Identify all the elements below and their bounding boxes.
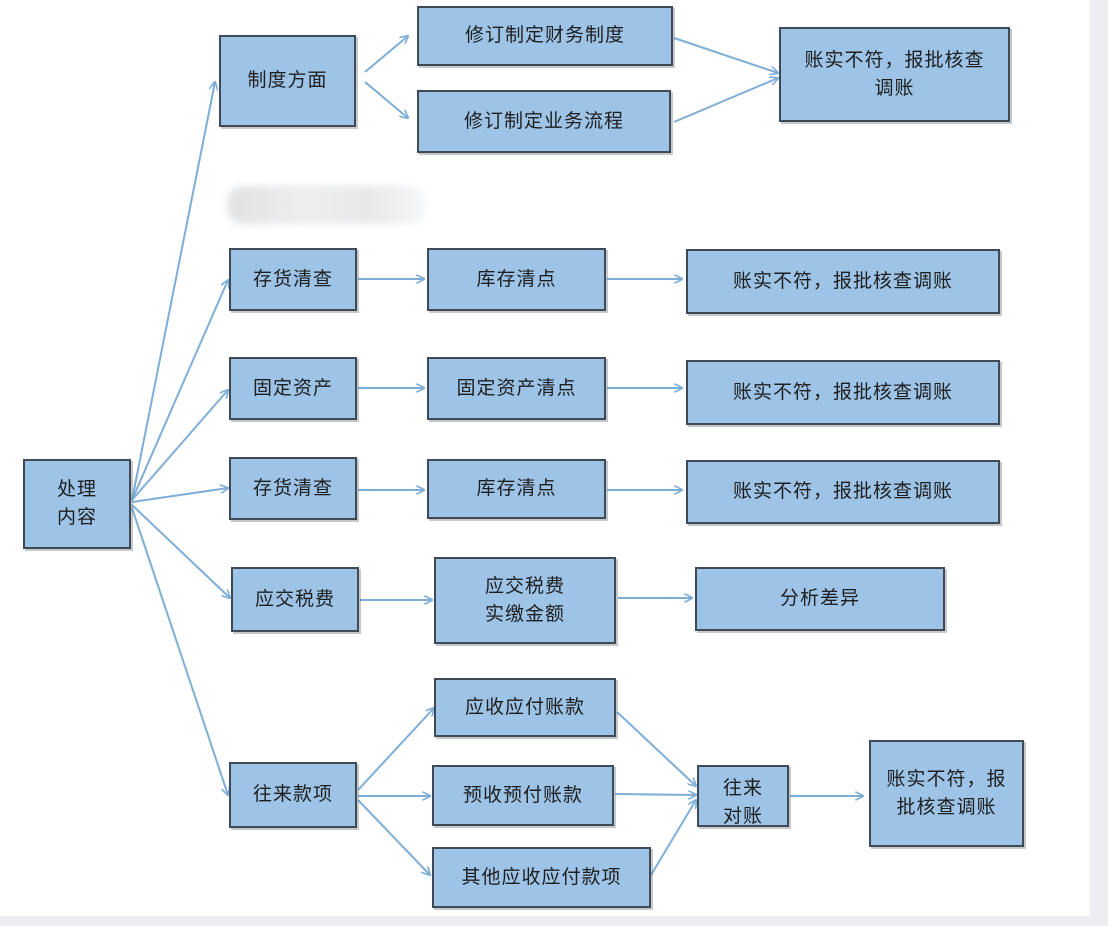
node-inventory-check-1: 存货清查	[229, 248, 357, 311]
link-system-business	[364, 81, 408, 118]
node-system: 制度方面	[219, 35, 356, 127]
link-root-taxes	[131, 504, 230, 598]
node-fixed-assets: 固定资产	[229, 357, 357, 420]
node-inventory-check-2-label: 存货清查	[252, 476, 333, 499]
node-inventory-check-2: 存货清查	[229, 457, 357, 520]
node-taxes-paid-amount: 应交税费 实缴金额	[434, 557, 616, 644]
node-inventory-result-1: 账实不符，报批核查调账	[686, 249, 1000, 314]
node-taxes-result-label: 分析差异	[779, 587, 860, 610]
link-root-inventory2	[131, 488, 228, 503]
node-receivables-result-label: 账实不符，报 批核查调账	[886, 767, 1007, 818]
node-reconcile: 往来 对账	[697, 765, 789, 827]
link-other-reconcile	[650, 800, 696, 876]
link-business-result	[673, 78, 778, 123]
node-taxes: 应交税费	[231, 567, 359, 632]
link-root-receivables	[131, 507, 228, 795]
node-fixed-assets-label: 固定资产	[252, 376, 333, 399]
node-prepaid: 预收预付账款	[432, 765, 614, 826]
node-stock-count-2-label: 库存清点	[476, 477, 557, 500]
node-system-result-label: 账实不符，报批核查 调账	[804, 48, 985, 99]
node-taxes-paid-amount-label: 应交税费 实缴金额	[484, 574, 565, 625]
link-root-system	[131, 82, 215, 501]
frame-edge-right	[1090, 0, 1108, 926]
node-revise-finance: 修订制定财务制度	[417, 6, 673, 66]
node-stock-count-1-label: 库存清点	[476, 267, 557, 290]
node-taxes-label: 应交税费	[254, 587, 335, 610]
node-inventory-result-2: 账实不符，报批核查调账	[686, 460, 1000, 524]
node-other-ar-ap-label: 其他应收应付款项	[461, 865, 622, 888]
node-revise-business-label: 修订制定业务流程	[463, 109, 624, 132]
node-receivables-label: 往来款项	[252, 783, 333, 806]
link-receivables-other	[357, 799, 430, 875]
link-root-inventory1	[131, 280, 228, 501]
link-ar-reconcile	[616, 711, 696, 786]
link-receivables-ar	[357, 708, 434, 791]
node-inventory-result-1-label: 账实不符，报批核查调账	[732, 269, 953, 292]
node-inventory-result-2-label: 账实不符，报批核查调账	[732, 480, 953, 503]
node-system-result: 账实不符，报批核查 调账	[779, 27, 1010, 122]
node-fixed-assets-count: 固定资产清点	[427, 357, 606, 420]
node-fixed-assets-count-label: 固定资产清点	[456, 376, 577, 399]
node-taxes-result: 分析差异	[695, 567, 945, 631]
frame-edge-bottom	[0, 916, 1108, 926]
node-root: 处理 内容	[23, 459, 131, 549]
link-system-finance	[364, 36, 408, 73]
node-system-label: 制度方面	[247, 69, 328, 92]
node-root-label: 处理 内容	[56, 478, 97, 528]
node-receivables-result: 账实不符，报 批核查调账	[869, 740, 1024, 847]
node-receivables: 往来款项	[229, 762, 357, 828]
link-prepaid-reconcile	[614, 794, 696, 795]
node-prepaid-label: 预收预付账款	[462, 783, 583, 806]
node-ar-ap-label: 应收应付账款	[464, 695, 585, 718]
link-root-fixed-assets	[131, 390, 228, 501]
node-other-ar-ap: 其他应收应付款项	[432, 847, 651, 908]
node-fixed-assets-result: 账实不符，报批核查调账	[686, 360, 1000, 425]
node-inventory-check-1-label: 存货清查	[252, 267, 333, 290]
node-ar-ap: 应收应付账款	[434, 678, 616, 737]
blurred-watermark	[228, 186, 426, 224]
node-stock-count-1: 库存清点	[427, 248, 606, 311]
node-reconcile-label: 往来 对账	[722, 777, 763, 827]
node-revise-business: 修订制定业务流程	[417, 90, 671, 153]
link-finance-result	[673, 37, 778, 73]
node-stock-count-2: 库存清点	[427, 459, 606, 519]
node-revise-finance-label: 修订制定财务制度	[464, 24, 625, 47]
node-fixed-assets-result-label: 账实不符，报批核查调账	[732, 380, 953, 403]
